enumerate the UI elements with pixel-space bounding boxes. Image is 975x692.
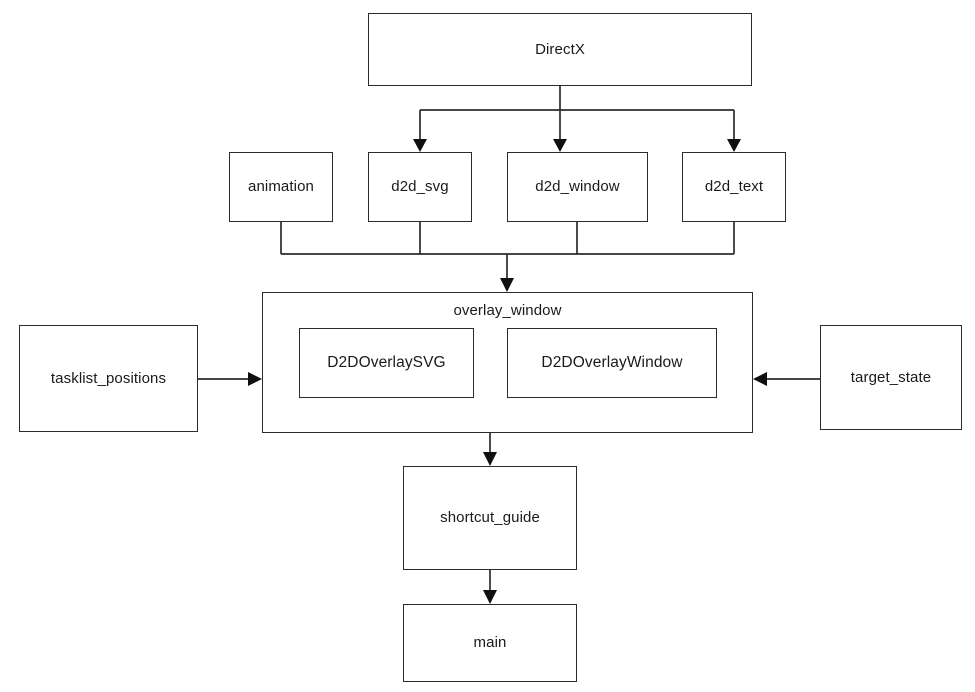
node-tasklist-positions[interactable]: tasklist_positions <box>19 325 198 432</box>
arrowhead-overlay-window-right <box>753 372 767 386</box>
arrowhead-d2d-window <box>553 139 567 152</box>
arrowhead-overlay-window-left <box>248 372 262 386</box>
arrowhead-shortcut-guide <box>483 452 497 466</box>
node-main[interactable]: main <box>403 604 577 682</box>
node-directx-label: DirectX <box>535 40 585 58</box>
node-d2d-window-label: d2d_window <box>535 178 620 195</box>
node-animation[interactable]: animation <box>229 152 333 222</box>
node-target-state[interactable]: target_state <box>820 325 962 430</box>
arrowhead-overlay-window-top <box>500 278 514 292</box>
node-d2d-overlay-window-label: D2DOverlayWindow <box>541 353 683 371</box>
node-d2d-overlay-svg[interactable]: D2DOverlaySVG <box>299 328 474 398</box>
node-d2d-svg[interactable]: d2d_svg <box>368 152 472 222</box>
arrowhead-d2d-text <box>727 139 741 152</box>
node-shortcut-guide-label: shortcut_guide <box>440 509 540 526</box>
node-directx[interactable]: DirectX <box>368 13 752 86</box>
node-target-state-label: target_state <box>850 368 932 386</box>
node-d2d-overlay-window[interactable]: D2DOverlayWindow <box>507 328 717 398</box>
node-d2d-text[interactable]: d2d_text <box>682 152 786 222</box>
node-overlay-window-label: overlay_window <box>453 302 562 319</box>
node-shortcut-guide[interactable]: shortcut_guide <box>403 466 577 570</box>
node-d2d-text-label: d2d_text <box>704 178 764 195</box>
node-main-label: main <box>473 634 507 651</box>
node-tasklist-positions-label: tasklist_positions <box>50 369 167 387</box>
node-animation-label: animation <box>248 178 314 195</box>
node-d2d-overlay-svg-label: D2DOverlaySVG <box>327 353 446 371</box>
node-d2d-svg-label: d2d_svg <box>391 178 449 195</box>
arrowhead-main <box>483 590 497 604</box>
node-d2d-window[interactable]: d2d_window <box>507 152 648 222</box>
arrowhead-d2d-svg <box>413 139 427 152</box>
